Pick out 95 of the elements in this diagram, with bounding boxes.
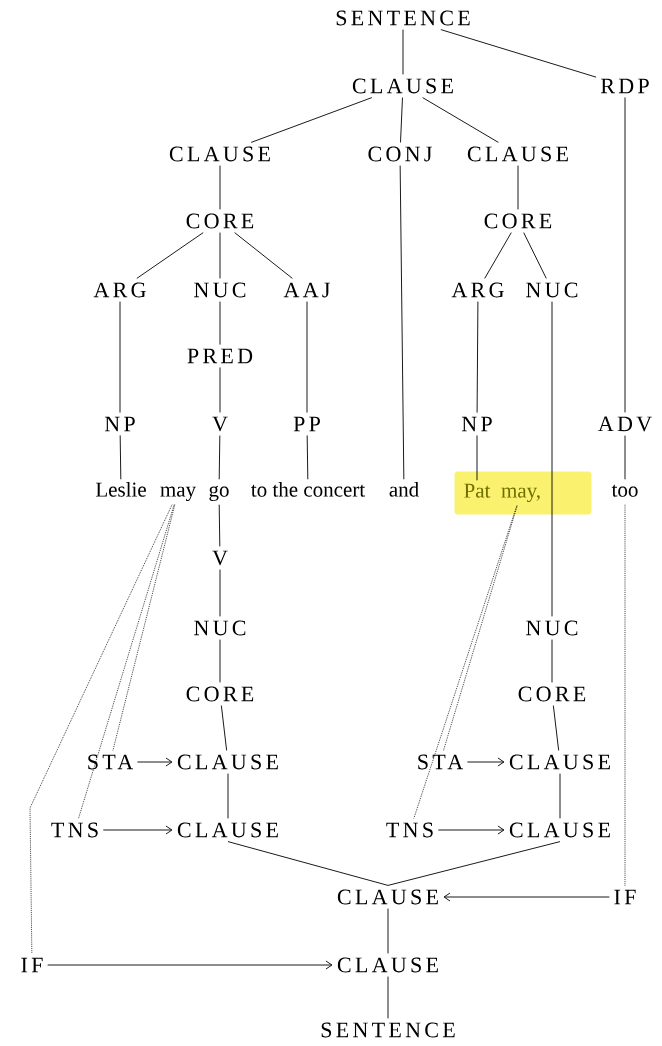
tree-line [399,165,405,480]
tree-line [250,97,373,143]
tree-line [484,232,512,279]
category-label: TNS [51,822,98,838]
word: may, [501,487,540,503]
tree-line [136,232,204,279]
category-label: PRED [187,348,253,364]
tree-line [440,29,597,78]
category-label: STA [418,754,464,770]
category-label: CORE [484,213,552,229]
tree-line [476,434,478,481]
category-label: ARG [93,282,146,298]
tree-line [559,773,561,819]
tree-line [387,976,389,1019]
category-label: AAJ [283,282,330,298]
tree-line [400,97,403,143]
tree-line [387,841,561,886]
tree-line [219,301,221,346]
category-label: CLAUSE [177,754,278,770]
category-label: CORE [186,686,254,702]
arrow [466,757,505,767]
category-label: ADV [598,416,652,432]
dotted-line [624,504,626,886]
tree-line [306,301,308,414]
tree-line [476,301,479,414]
tree-line [402,29,404,75]
category-label: CLAUSE [337,889,438,905]
tree-line [523,232,547,279]
dotted-line [413,505,518,819]
tree-line [219,367,221,413]
category-label: CORE [186,213,254,229]
arrow [102,825,173,835]
tree-line [227,773,229,819]
word: Leslie [95,481,146,497]
tree-line [422,97,499,143]
category-label: ARG [451,282,504,298]
tree-line [218,504,221,547]
category-label: NUC [194,620,246,636]
category-label: CLAUSE [509,754,610,770]
category-label: IF [21,957,43,973]
category-label: CONJ [368,146,432,162]
category-label: NUC [194,282,246,298]
arrow [136,757,173,767]
category-label: NP [461,416,492,432]
category-label: RDP [600,78,649,94]
category-label: IF [614,889,636,905]
tree-line [517,165,519,210]
category-label: V [212,550,228,566]
tree-line [219,232,221,279]
tree-line [551,639,553,683]
category-label: V [212,416,228,432]
category-label: CLAUSE [169,146,270,162]
tree-line [119,434,122,480]
dotted-line [112,504,176,751]
category-label: CORE [518,686,586,702]
dotted-line [443,505,518,751]
tree-line [219,569,221,617]
tree-line [218,435,221,480]
category-label: NUC [526,282,578,298]
tree-line [227,841,389,886]
category-label: CLAUSE [509,822,610,838]
word: go [209,485,229,502]
tree-line [551,301,553,617]
category-label: CLAUSE [177,822,278,838]
tree-line [220,705,228,751]
tree-line [387,908,389,954]
tree-line [624,97,626,413]
tree-line [119,301,121,414]
category-label: CLAUSE [337,957,438,973]
tree-line [234,232,293,279]
category-label: SENTENCE [336,10,470,26]
category-label: NP [104,416,135,432]
tree-line [219,639,221,683]
category-label: TNS [386,822,433,838]
word: to the concert [251,481,366,497]
arrow [47,960,333,970]
category-label: PP [293,416,320,432]
tree-line [552,705,560,751]
word: may [160,486,196,502]
tree-line [219,165,221,210]
word: too [611,484,638,497]
tree-line [306,434,309,480]
category-label: NUC [526,620,578,636]
dotted-line [78,504,175,819]
category-label: SENTENCE [321,1022,455,1038]
highlight [454,471,592,515]
word: Pat [464,483,491,498]
word: and [389,481,419,497]
tree-line [624,435,626,480]
arrow [437,825,505,835]
dotted-line [29,504,173,954]
category-label: STA [88,754,133,770]
category-label: CLAUSE [352,78,453,94]
category-label: CLAUSE [467,146,568,162]
arrow [443,892,610,902]
